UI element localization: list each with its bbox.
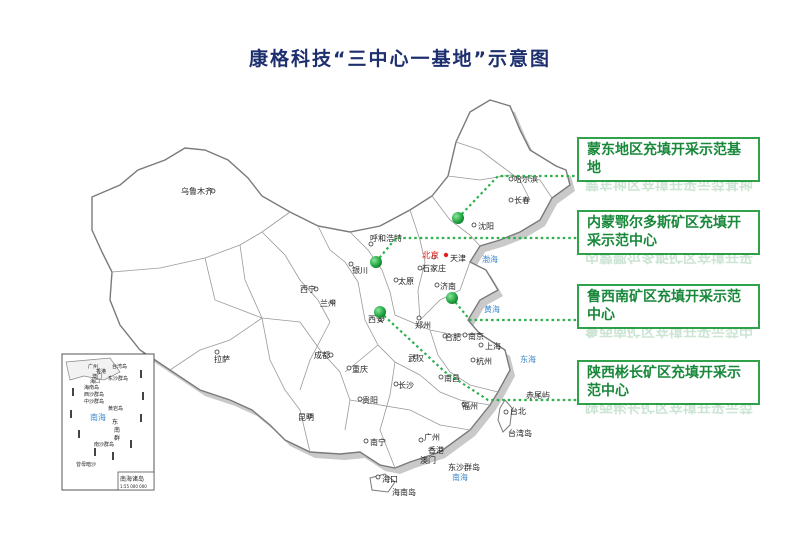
city-changsha: 长沙 xyxy=(398,380,414,390)
city-shijiazhuang: 石家庄 xyxy=(422,263,446,273)
callout-ordos-reflection: 内蒙鄂尔多斯矿区充填开采示范中心 xyxy=(585,253,753,264)
label-taiwan-island: 台湾岛 xyxy=(508,428,532,438)
inset-scale: 1:55 000 000 xyxy=(120,484,147,489)
city-chongqing: 重庆 xyxy=(352,364,368,374)
city-xian: 西安 xyxy=(368,314,384,324)
city-tianjin: 天津 xyxy=(450,253,466,263)
city-guangzhou: 广州 xyxy=(424,432,440,442)
map-title: 康格科技“三中心一基地”示意图 xyxy=(249,48,551,70)
callout-mengdong: 蒙东地区充填开采示范基地 xyxy=(577,137,760,182)
inset-dongsha: 东沙群岛 xyxy=(108,375,128,382)
city-chengdu: 成都 xyxy=(314,350,330,360)
city-aomen: 澳门 xyxy=(420,455,436,465)
sea-huanghai: 黄海 xyxy=(484,304,500,314)
city-nanjing: 南京 xyxy=(468,331,484,341)
sea-nanhai: 南海 xyxy=(452,472,468,482)
city-haikou: 海口 xyxy=(382,474,398,484)
city-changchun: 长春 xyxy=(514,195,530,205)
leader-lines xyxy=(375,174,578,402)
city-jinan: 济南 xyxy=(440,281,456,291)
province-borders xyxy=(111,141,553,469)
south-china-sea-inset: 南海诸岛 1:55 000 000 广州 香港 澳门 台湾岛 海口 海南岛 东沙… xyxy=(61,353,155,491)
city-zhengzhou: 郑州 xyxy=(415,320,431,330)
inset-zengmu: 曾母暗沙 xyxy=(76,461,96,468)
inset-zhongsha: 中沙群岛 xyxy=(84,398,104,405)
city-nanchang: 南昌 xyxy=(444,373,460,383)
inset-guangzhou: 广州 xyxy=(88,363,98,370)
city-shanghai: 上海 xyxy=(485,341,501,351)
city-shenyang: 沈阳 xyxy=(478,221,494,231)
country-outline xyxy=(91,99,571,469)
callout-luxinan: 鲁西南矿区充填开采示范中心 xyxy=(577,284,760,329)
city-lhasa: 拉萨 xyxy=(214,354,230,364)
inset-nan: 南 xyxy=(114,426,120,434)
city-taiyuan: 太原 xyxy=(398,276,414,286)
city-nanning: 南宁 xyxy=(370,437,386,447)
inset-huangyan: 黄岩岛 xyxy=(108,405,123,412)
inset-aomen: 澳门 xyxy=(92,373,102,380)
city-xining: 西宁 xyxy=(300,284,316,294)
marker-luxinan xyxy=(446,292,458,304)
city-harbin: 哈尔滨 xyxy=(514,174,538,184)
sea-bohai: 渤海 xyxy=(482,254,498,264)
inset-label: 南海诸岛 xyxy=(120,475,144,483)
marker-mengdong xyxy=(452,212,464,224)
inset-xisha: 西沙群岛 xyxy=(84,391,104,398)
city-hefei: 合肥 xyxy=(445,332,461,342)
city-dots xyxy=(210,176,514,480)
city-beijing: 北京 xyxy=(422,250,439,261)
city-wuhan: 武汉 xyxy=(408,353,424,363)
city-urumqi: 乌鲁木齐 xyxy=(181,186,213,196)
city-taipei: 台北 xyxy=(510,406,526,416)
city-yinchuan: 银川 xyxy=(352,265,368,275)
marker-ordos xyxy=(370,256,382,268)
sea-donghai: 东海 xyxy=(520,354,536,364)
inset-nansha: 南沙群岛 xyxy=(94,441,114,448)
callout-binchang: 陕西彬长矿区充填开采示范中心 xyxy=(577,360,760,405)
callout-binchang-reflection: 陕西彬长矿区充填开采示范中心 xyxy=(585,403,753,414)
inset-hainan: 海南岛 xyxy=(84,384,99,391)
city-hangzhou: 杭州 xyxy=(476,356,492,366)
city-guiyang: 贵阳 xyxy=(362,395,378,405)
city-hohhot: 呼和浩特 xyxy=(370,233,402,243)
marker-binchang xyxy=(374,306,386,318)
city-fuzhou: 福州 xyxy=(462,402,478,411)
inset-haikou: 海口 xyxy=(90,378,100,385)
callout-ordos: 内蒙鄂尔多斯矿区充填开采示范中心 xyxy=(577,210,760,255)
city-kunming: 昆明 xyxy=(298,413,314,422)
city-xianggang: 香港 xyxy=(428,445,444,455)
city-lanzhou: 兰州 xyxy=(320,298,336,308)
label-hainan-island: 海南岛 xyxy=(392,487,416,497)
inset-qun: 群 xyxy=(114,434,120,442)
inset-xianggang: 香港 xyxy=(96,368,106,375)
inset-dong: 东 xyxy=(112,418,118,426)
taiwan-island xyxy=(497,399,513,433)
label-dongsha: 东沙群岛 xyxy=(448,462,480,472)
beijing-dot xyxy=(443,252,449,258)
callout-mengdong-reflection: 蒙东地区充填开采示范基地 xyxy=(585,180,753,191)
callout-luxinan-reflection: 鲁西南矿区充填开采示范中心 xyxy=(585,327,753,338)
inset-sea: 南海 xyxy=(90,412,106,422)
inset-taiwan: 台湾岛 xyxy=(112,363,127,370)
label-diaoyu: 赤尾屿 xyxy=(526,391,550,400)
